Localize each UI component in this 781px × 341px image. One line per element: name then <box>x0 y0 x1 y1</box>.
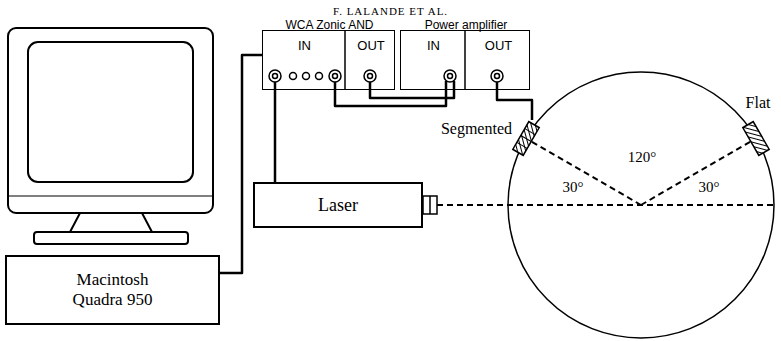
running-header: F. LALANDE ET AL. <box>333 5 448 17</box>
section-dividers <box>345 30 465 90</box>
node-label: IN <box>427 38 440 53</box>
beam-lines <box>437 139 774 206</box>
node-label: OUT <box>357 38 384 53</box>
text-slot: IN <box>401 36 466 54</box>
transducer-label-group: Segmented <box>428 120 544 160</box>
text-slot: Power amplifier <box>391 15 541 33</box>
flat-transducer <box>743 122 769 156</box>
segmented-transducer <box>513 122 539 156</box>
computer-box: Macintosh Quadra 950 <box>5 255 220 325</box>
monitor-illustration <box>8 28 213 244</box>
cable <box>220 55 262 273</box>
text-slot: Segmented <box>428 120 512 138</box>
node-label: WCA Zonic AND <box>285 18 373 32</box>
laser-box: Laser <box>253 182 423 228</box>
text-slot: WCA Zonic AND <box>248 15 411 33</box>
node-label: Flat <box>746 94 771 111</box>
port-stubs <box>275 81 497 90</box>
text-slot: Flat <box>738 94 778 112</box>
node-label: IN <box>298 38 311 53</box>
node-label: OUT <box>485 38 512 53</box>
text-slot: OUT <box>466 36 531 54</box>
text-slot: F. LALANDE ET AL. <box>0 1 781 19</box>
amplifier-box: Power amplifierINOUT <box>400 30 530 90</box>
cable <box>335 90 446 106</box>
text-slot: 30° <box>692 178 726 196</box>
angle-label: 30° <box>699 179 720 195</box>
connector-ports <box>269 70 503 82</box>
cable <box>497 90 532 120</box>
analyzer-box: WCA Zonic ANDINOUT <box>262 30 395 90</box>
node-label: Laser <box>318 195 358 216</box>
text-slot: 120° <box>618 148 666 166</box>
text-slot: OUT <box>346 36 396 54</box>
text-slot: IN <box>263 36 346 54</box>
node-label: Power amplifier <box>425 18 508 32</box>
angle-label: 30° <box>563 179 584 195</box>
cable <box>370 90 454 98</box>
node-label: Macintosh Quadra 950 <box>53 270 173 309</box>
node-label: Segmented <box>441 120 512 137</box>
angle-label: 120° <box>628 149 657 165</box>
transducer-label-group: Flat <box>738 94 778 156</box>
cable <box>274 90 277 182</box>
laser-nozzle <box>423 196 437 214</box>
text-slot: 30° <box>556 178 590 196</box>
